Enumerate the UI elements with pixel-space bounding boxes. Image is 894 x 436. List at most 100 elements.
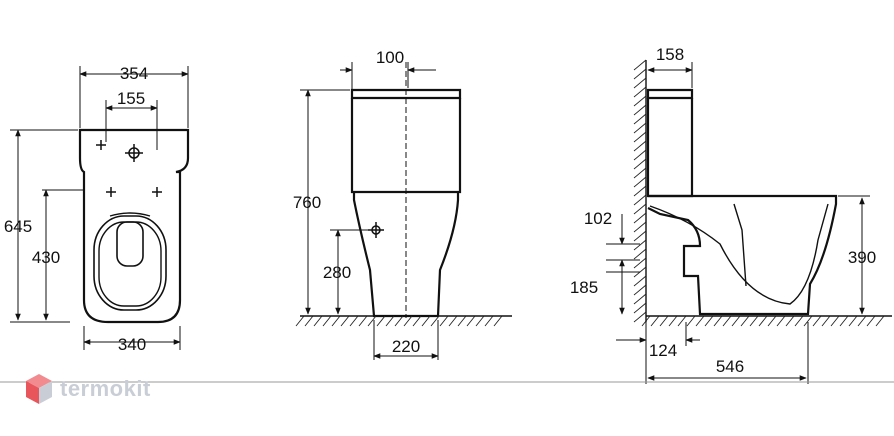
hatch-stroke [633, 95, 647, 107]
hatch-stroke [340, 315, 350, 327]
hatch-stroke [633, 77, 647, 89]
hatch-stroke [367, 315, 377, 327]
hatch-stroke [839, 315, 849, 327]
hatch-stroke [633, 158, 647, 170]
front-extension-lines [10, 66, 189, 350]
hatch-stroke [812, 315, 822, 327]
hatch-stroke [421, 315, 431, 327]
dim-profile-wall-offset: 158 [656, 45, 684, 64]
hatch-stroke [633, 257, 647, 269]
front-toilet-outline [78, 128, 190, 324]
hatch-stroke [704, 315, 714, 327]
dim-side-tank-depth: 100 [376, 48, 404, 67]
hatch-stroke [313, 315, 323, 327]
hatch-stroke [633, 284, 647, 296]
dim-side-base-width: 220 [392, 337, 420, 356]
dim-profile-outlet-distance: 124 [649, 341, 677, 360]
hatch-stroke [412, 315, 422, 327]
hatch-stroke [650, 315, 660, 327]
hatch-stroke [794, 315, 804, 327]
dim-profile-total-depth: 546 [716, 357, 744, 376]
hatch-stroke [633, 122, 647, 134]
dim-profile-outlet-gap: 102 [584, 209, 612, 228]
hatch-stroke [633, 149, 647, 161]
hatch-stroke [776, 315, 786, 327]
hatch-stroke [633, 176, 647, 188]
hatch-stroke [394, 315, 404, 327]
dim-profile-seat-height: 390 [848, 248, 876, 267]
hatch-stroke [633, 230, 647, 242]
side-inlet-cross [368, 222, 384, 238]
side-view: 100 760 280 220 [293, 48, 512, 360]
hatch-stroke [295, 315, 305, 327]
front-view: 354 155 645 430 340 [4, 64, 190, 354]
profile-dim-lines [616, 67, 865, 381]
hatch-stroke [633, 194, 647, 206]
hatch-stroke [633, 302, 647, 314]
profile-toilet-outline [646, 88, 838, 316]
hatch-stroke [866, 315, 876, 327]
dim-front-total-height: 645 [4, 217, 32, 236]
hatch-stroke [633, 203, 647, 215]
hatch-stroke [466, 315, 476, 327]
hatch-stroke [875, 315, 885, 327]
hatch-stroke [713, 315, 723, 327]
hatch-stroke [385, 315, 395, 327]
hatch-stroke [376, 315, 386, 327]
hatch-stroke [475, 315, 485, 327]
profile-floor-hatch [641, 315, 892, 327]
hatch-stroke [633, 59, 647, 71]
hatch-stroke [830, 315, 840, 327]
hatch-stroke [633, 104, 647, 116]
hatch-stroke [633, 113, 647, 125]
dim-side-total-height: 760 [293, 193, 321, 212]
side-toilet-outline [350, 62, 462, 318]
hatch-stroke [785, 315, 795, 327]
hatch-stroke [633, 86, 647, 98]
hatch-stroke [633, 293, 647, 305]
hatch-stroke [749, 315, 759, 327]
dim-profile-outlet-height: 185 [570, 278, 598, 297]
hatch-stroke [484, 315, 494, 327]
hatch-stroke [448, 315, 458, 327]
hatch-stroke [633, 275, 647, 287]
hatch-stroke [821, 315, 831, 327]
hatch-stroke [857, 315, 867, 327]
hatch-stroke [331, 315, 341, 327]
profile-view: 158 102 185 390 124 546 [570, 45, 892, 384]
hatch-stroke [803, 315, 813, 327]
hatch-stroke [695, 315, 705, 327]
profile-wall-hatch [633, 59, 647, 323]
hatch-stroke [740, 315, 750, 327]
hatch-stroke [493, 315, 503, 327]
brand-logo: termokit [24, 372, 151, 406]
hatch-stroke [659, 315, 669, 327]
hatch-stroke [349, 315, 359, 327]
hatch-stroke [722, 315, 732, 327]
hatch-stroke [633, 212, 647, 224]
hatch-stroke [767, 315, 777, 327]
hatch-stroke [633, 68, 647, 80]
hatch-stroke [677, 315, 687, 327]
hatch-stroke [668, 315, 678, 327]
hatch-stroke [633, 311, 647, 323]
side-floor-hatch [295, 315, 512, 327]
hatch-stroke [633, 167, 647, 179]
hatch-stroke [439, 315, 449, 327]
hatch-stroke [403, 315, 413, 327]
hatch-stroke [641, 315, 651, 327]
hatch-stroke [633, 131, 647, 143]
hatch-stroke [457, 315, 467, 327]
hatch-stroke [633, 185, 647, 197]
hatch-stroke [633, 221, 647, 233]
hatch-stroke [633, 239, 647, 251]
hatch-stroke [430, 315, 440, 327]
dim-front-top-width: 354 [120, 64, 148, 83]
brand-name: termokit [60, 376, 151, 401]
front-dim-lines [15, 71, 189, 345]
hatch-stroke [731, 315, 741, 327]
hatch-stroke [633, 140, 647, 152]
hatch-stroke [633, 248, 647, 260]
hatch-stroke [322, 315, 332, 327]
